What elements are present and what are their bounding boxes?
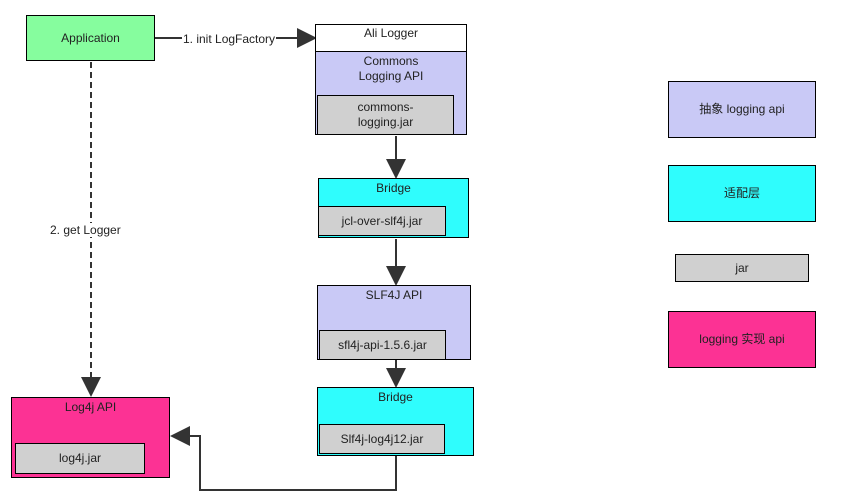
- commons-logging-jar: commons-logging.jar: [317, 95, 454, 135]
- init-logfactory-label: 1. init LogFactory: [182, 32, 277, 46]
- bridge-label-1: Bridge: [376, 181, 411, 195]
- bridge-to-log4j-arrow: [170, 426, 397, 491]
- slf4j-api-jar: sfl4j-api-1.5.6.jar: [319, 330, 446, 360]
- bridge-label-2: Bridge: [378, 390, 413, 404]
- ali-logger-label: Ali Logger: [363, 26, 419, 40]
- slf4j-log4j12-jar: Slf4j-log4j12.jar: [319, 424, 445, 454]
- legend-impl-api: logging 实现 api: [668, 311, 816, 368]
- ali-logger-node: Ali Logger: [315, 24, 467, 52]
- legend-abstract-api: 抽象 logging api: [668, 81, 816, 138]
- log4j-jar: log4j.jar: [15, 443, 145, 474]
- slf4j-log4j12-jar-label: Slf4j-log4j12.jar: [340, 431, 424, 446]
- log4j-jar-label: log4j.jar: [58, 451, 102, 465]
- get-logger-label: 2. get Logger: [49, 223, 122, 237]
- legend-adapter: 适配层: [668, 165, 816, 222]
- legend-adapter-label: 适配层: [723, 186, 760, 200]
- slf4j-api-label: SLF4J API: [365, 288, 423, 302]
- application-label: Application: [61, 30, 120, 45]
- legend-jar-label: jar: [735, 260, 749, 275]
- application-node: Application: [26, 15, 155, 61]
- slf4j-api-jar-label: sfl4j-api-1.5.6.jar: [338, 337, 427, 352]
- legend-jar: jar: [675, 254, 809, 282]
- commons-logging-api-label: Commons Logging API: [358, 54, 424, 83]
- legend-impl-api-label: logging 实现 api: [699, 332, 785, 346]
- commons-logging-jar-label: commons-logging.jar: [357, 100, 414, 129]
- log4j-api-label: Log4j API: [64, 400, 117, 414]
- jcl-over-slf4j-jar: jcl-over-slf4j.jar: [318, 206, 446, 236]
- legend-abstract-api-label: 抽象 logging api: [699, 102, 785, 116]
- jcl-over-slf4j-jar-label: jcl-over-slf4j.jar: [341, 213, 423, 228]
